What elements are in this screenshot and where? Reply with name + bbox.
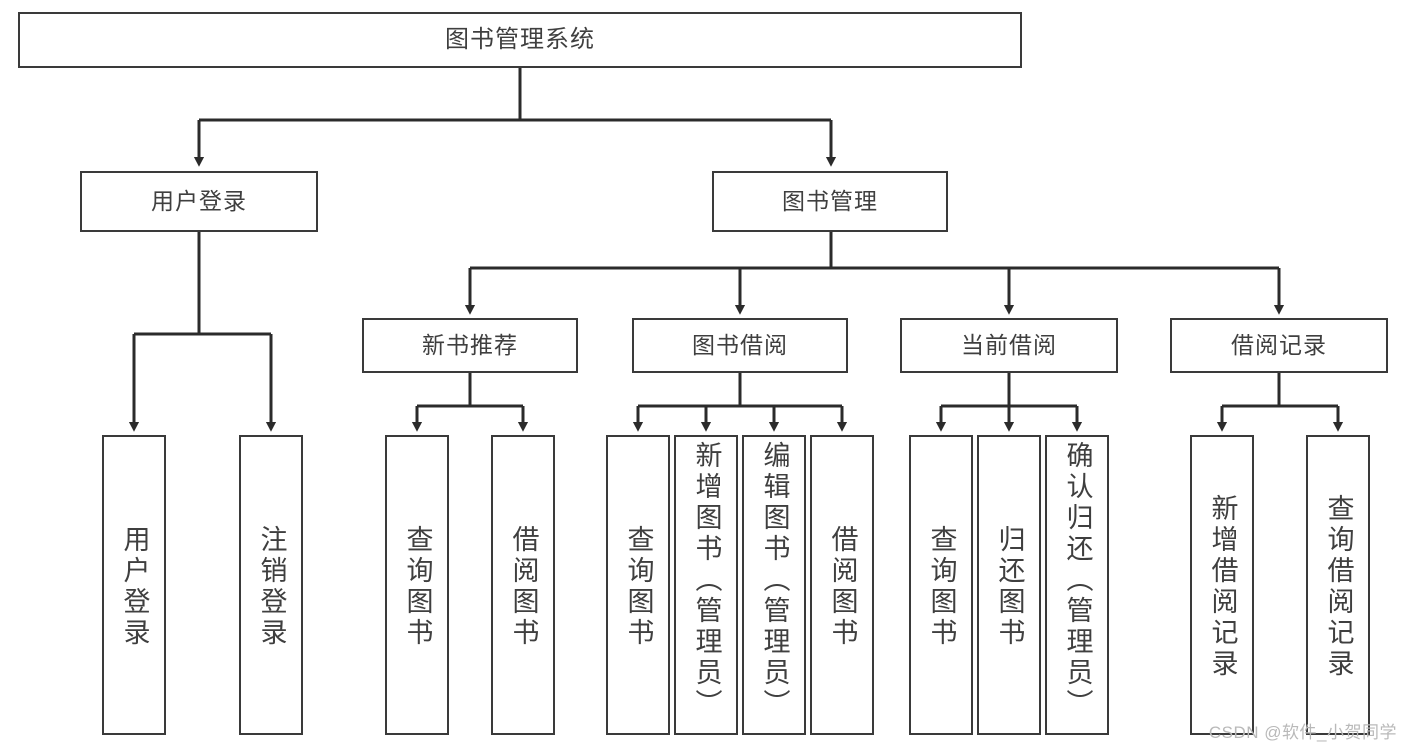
node-label: 借阅图书	[827, 525, 858, 649]
node-leaf-user-login[interactable]: 用户登录	[102, 435, 166, 735]
node-leaf-query-book-1[interactable]: 查询图书	[385, 435, 449, 735]
node-label: 借阅图书	[508, 525, 539, 649]
node-label: 借阅记录	[1231, 331, 1327, 358]
node-label: 查询图书	[926, 525, 957, 649]
node-leaf-add-borrow-record[interactable]: 新增借阅记录	[1190, 435, 1254, 735]
node-label: 当前借阅	[961, 331, 1057, 358]
node-label: 新增借阅记录	[1207, 494, 1238, 680]
node-book-borrow[interactable]: 图书借阅	[632, 318, 848, 373]
node-book-management[interactable]: 图书管理	[712, 171, 948, 232]
node-borrow-record[interactable]: 借阅记录	[1170, 318, 1388, 373]
node-leaf-query-borrow-record[interactable]: 查询借阅记录	[1306, 435, 1370, 735]
node-label: 查询图书	[623, 525, 654, 649]
node-root-system[interactable]: 图书管理系统	[18, 12, 1022, 68]
node-label: 注销登录	[256, 525, 287, 649]
node-label: 图书管理	[782, 187, 878, 214]
node-label: 归还图书	[994, 525, 1025, 649]
node-label: 图书借阅	[692, 331, 788, 358]
node-label: 编辑图书（管理员）	[759, 441, 790, 720]
watermark-text: CSDN @软件_小贺同学	[1208, 723, 1397, 742]
node-new-book-recommend[interactable]: 新书推荐	[362, 318, 578, 373]
node-label: 用户登录	[151, 187, 247, 214]
node-label: 查询借阅记录	[1323, 494, 1354, 680]
node-leaf-return-book[interactable]: 归还图书	[977, 435, 1041, 735]
node-user-login[interactable]: 用户登录	[80, 171, 318, 232]
node-label: 查询图书	[402, 525, 433, 649]
node-leaf-query-book-2[interactable]: 查询图书	[606, 435, 670, 735]
node-label: 用户登录	[119, 525, 150, 649]
node-label: 新书推荐	[422, 331, 518, 358]
node-leaf-logout-login[interactable]: 注销登录	[239, 435, 303, 735]
node-label: 新增图书（管理员）	[691, 441, 722, 720]
node-label: 确认归还（管理员）	[1062, 441, 1093, 720]
node-leaf-query-book-3[interactable]: 查询图书	[909, 435, 973, 735]
node-leaf-confirm-return-admin[interactable]: 确认归还（管理员）	[1045, 435, 1109, 735]
node-leaf-borrow-book-1[interactable]: 借阅图书	[491, 435, 555, 735]
node-leaf-edit-book-admin[interactable]: 编辑图书（管理员）	[742, 435, 806, 735]
node-current-borrow[interactable]: 当前借阅	[900, 318, 1118, 373]
node-leaf-add-book-admin[interactable]: 新增图书（管理员）	[674, 435, 738, 735]
node-label: 图书管理系统	[445, 25, 595, 53]
node-leaf-borrow-book-2[interactable]: 借阅图书	[810, 435, 874, 735]
